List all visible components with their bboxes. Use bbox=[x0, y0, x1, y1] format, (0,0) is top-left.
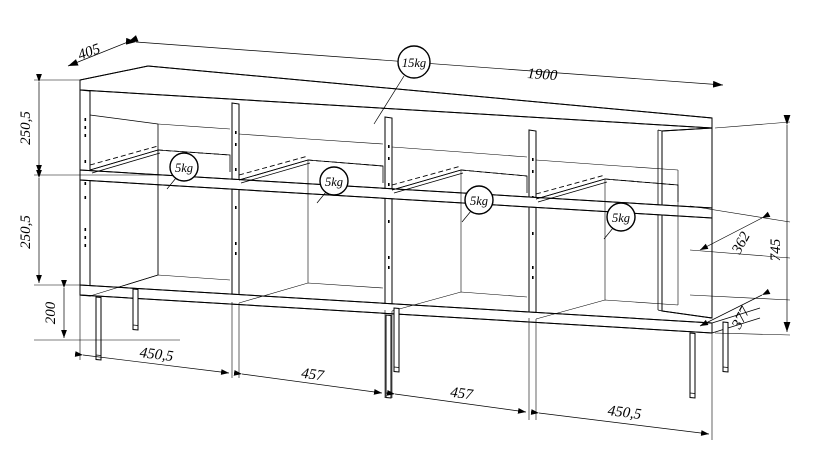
load-badge-shelf-1-label: 5kg bbox=[175, 161, 193, 175]
leg-back-left bbox=[132, 288, 139, 331]
load-badge-shelf-4: 5kg bbox=[603, 202, 636, 240]
dim-label-377: 377 bbox=[729, 303, 755, 333]
bay-interior-edges bbox=[89, 123, 679, 320]
leg-front-right bbox=[689, 332, 696, 399]
dim-label-leg-height: 200 bbox=[43, 301, 59, 324]
left-side-panel bbox=[79, 89, 159, 297]
dim-label-lower-height: 250,5 bbox=[18, 215, 34, 249]
leg-front-middle bbox=[385, 314, 392, 399]
dim-left-chain: 250,5 250,5 200 bbox=[18, 74, 180, 341]
dim-label-width: 1900 bbox=[527, 66, 559, 84]
top-panel bbox=[79, 65, 713, 129]
dim-label-depth: 405 bbox=[76, 41, 103, 64]
cabinet-assembly bbox=[79, 65, 761, 399]
shelf-pin-holes-left bbox=[84, 118, 87, 247]
load-badge-shelf-2-label: 5kg bbox=[325, 175, 343, 189]
shelf-surface-4 bbox=[535, 174, 679, 203]
dim-depth-405: 405 bbox=[67, 35, 139, 67]
shelf-pin-holes-d1 bbox=[235, 131, 237, 255]
divider-panel-3 bbox=[528, 129, 537, 320]
shelf-surface-3 bbox=[391, 165, 528, 194]
load-badge-shelf-2: 5kg bbox=[316, 166, 349, 204]
divider-panel-2 bbox=[384, 116, 393, 312]
dim-label-bay2: 457 bbox=[300, 366, 326, 385]
load-badge-top: 15kg bbox=[373, 45, 431, 125]
right-side-panel bbox=[657, 127, 713, 319]
leg-back-right bbox=[722, 321, 729, 373]
shelf-pin-holes-d2 bbox=[388, 145, 390, 269]
load-badge-shelf-1: 5kg bbox=[166, 152, 199, 190]
dim-label-total-height: 745 bbox=[768, 238, 784, 261]
load-badge-shelf-3: 5kg bbox=[461, 185, 494, 223]
divider-panel-1 bbox=[231, 102, 240, 304]
legs bbox=[95, 288, 729, 399]
shelf-surface-1 bbox=[89, 145, 231, 174]
load-badge-shelf-4-label: 5kg bbox=[612, 211, 630, 225]
load-badge-shelf-3-label: 5kg bbox=[470, 194, 488, 208]
load-badge-top-label: 15kg bbox=[402, 56, 426, 70]
dim-label-upper-height: 250,5 bbox=[18, 111, 34, 145]
dim-label-bay3: 457 bbox=[449, 385, 475, 404]
dim-label-bay1: 450,5 bbox=[139, 345, 175, 365]
dim-bottom-chain: 450,5 457 457 450,5 bbox=[74, 295, 713, 440]
leg-back-middle bbox=[393, 307, 400, 373]
shelf-surface-2 bbox=[238, 155, 384, 184]
dim-label-bay4: 450,5 bbox=[607, 403, 643, 423]
leg-front-left bbox=[95, 296, 102, 361]
